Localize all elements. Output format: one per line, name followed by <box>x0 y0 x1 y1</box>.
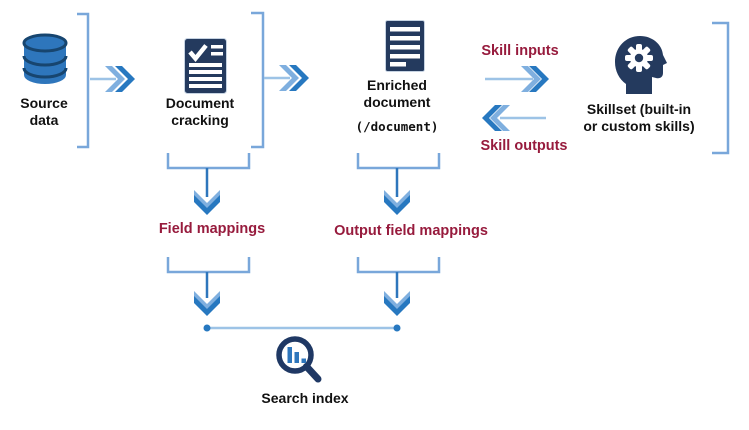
funnel-output-mappings-to-index <box>356 257 441 316</box>
document-check-icon <box>184 38 227 94</box>
document-cracking-label: Document cracking <box>165 95 235 128</box>
skillset-bracket <box>712 21 730 155</box>
skill-outputs-arrow <box>482 105 546 131</box>
magnifier-chart-icon <box>276 336 322 383</box>
source-data-bracket <box>77 12 90 149</box>
funnel-field-mappings-to-index <box>166 257 251 316</box>
database-icon <box>22 33 68 84</box>
funnel-enriched-to-output-mappings <box>356 153 441 215</box>
output-field-mappings-label: Output field mappings <box>334 223 488 239</box>
skill-inputs-label: Skill inputs <box>481 43 559 59</box>
field-mappings-label: Field mappings <box>158 221 266 237</box>
funnel-cracking-to-field-mappings <box>166 153 251 215</box>
source-data-label: Source data <box>20 95 68 128</box>
document-text-icon <box>385 20 425 72</box>
head-gear-icon <box>615 36 667 94</box>
document-cracking-bracket <box>251 11 265 149</box>
arrow-cracking-to-enriched <box>264 65 309 91</box>
search-index-label: Search index <box>261 390 349 406</box>
skill-outputs-label: Skill outputs <box>480 138 568 154</box>
skill-inputs-arrow <box>485 66 549 92</box>
arrow-source-to-cracking <box>90 66 135 92</box>
skillset-label: Skillset (built-in or custom skills) <box>583 101 695 134</box>
enriched-document-label: Enriched document <box>363 77 431 110</box>
enriched-document-path-label: (/document) <box>355 119 439 134</box>
index-connector-line <box>203 324 401 332</box>
